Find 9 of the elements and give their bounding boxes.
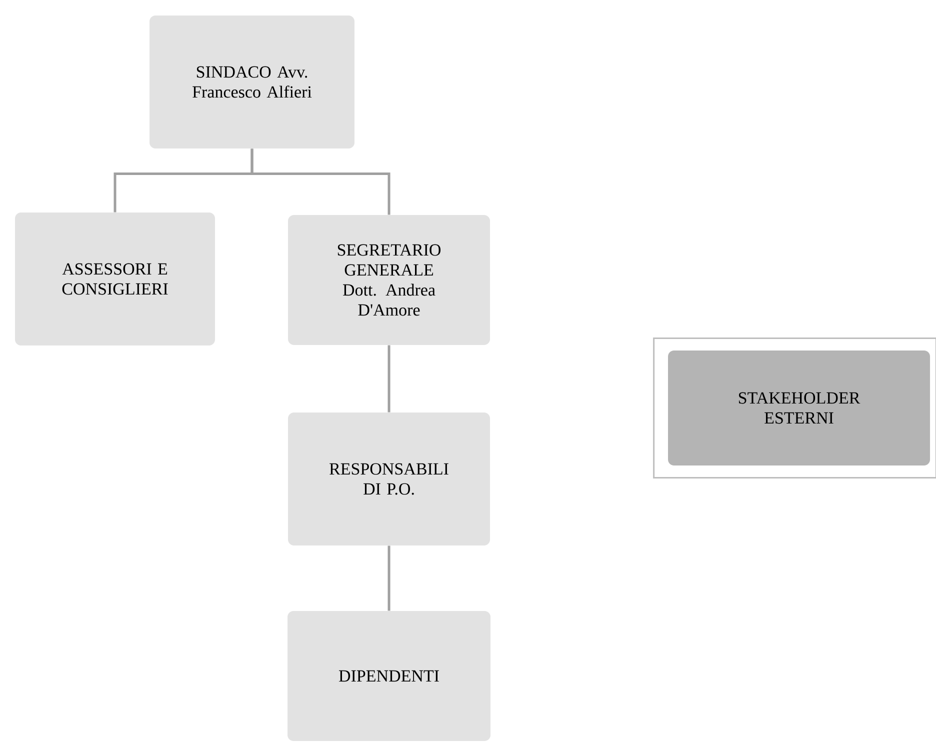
- org-box: RESPONSABILI DI P.O.: [288, 412, 490, 546]
- org-box: DIPENDENTI: [288, 611, 490, 741]
- org-box: SINDACO Avv. Francesco Alfieri: [150, 16, 354, 148]
- connector-line: [388, 546, 390, 611]
- stakeholder-box: STAKEHOLDER ESTERNI: [653, 338, 936, 478]
- connector-line: [388, 345, 390, 412]
- org-box: SEGRETARIO GENERALE Dott. Andrea D'Amore: [288, 215, 490, 345]
- connector-line: [250, 148, 390, 215]
- org-box: ASSESSORI E CONSIGLIERI: [15, 212, 215, 346]
